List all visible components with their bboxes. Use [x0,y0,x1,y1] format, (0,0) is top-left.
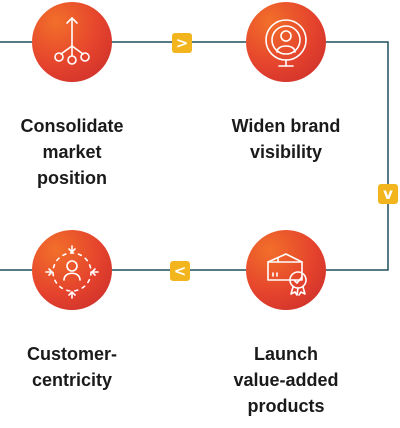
step-1-node [32,2,112,82]
arrow-down-badge: v [378,184,398,204]
arrow-right-badge: > [172,33,192,53]
step-2-node [246,2,326,82]
branch-flow-icon [54,16,90,65]
customer-focus-icon [45,245,99,299]
step-3-node [246,230,326,310]
target-person-icon [265,19,307,67]
arrow-left-badge: < [170,261,190,281]
step-2-label: Widen brand visibility [231,116,341,162]
step-1-label: Consolidate market position [20,116,124,188]
step-3-label: Launch value-added products [233,344,339,416]
package-badge-icon [267,253,307,296]
connector-line-right [326,41,389,271]
step-4-label: Customer- centricity [26,344,117,390]
step-4-node [32,230,112,310]
